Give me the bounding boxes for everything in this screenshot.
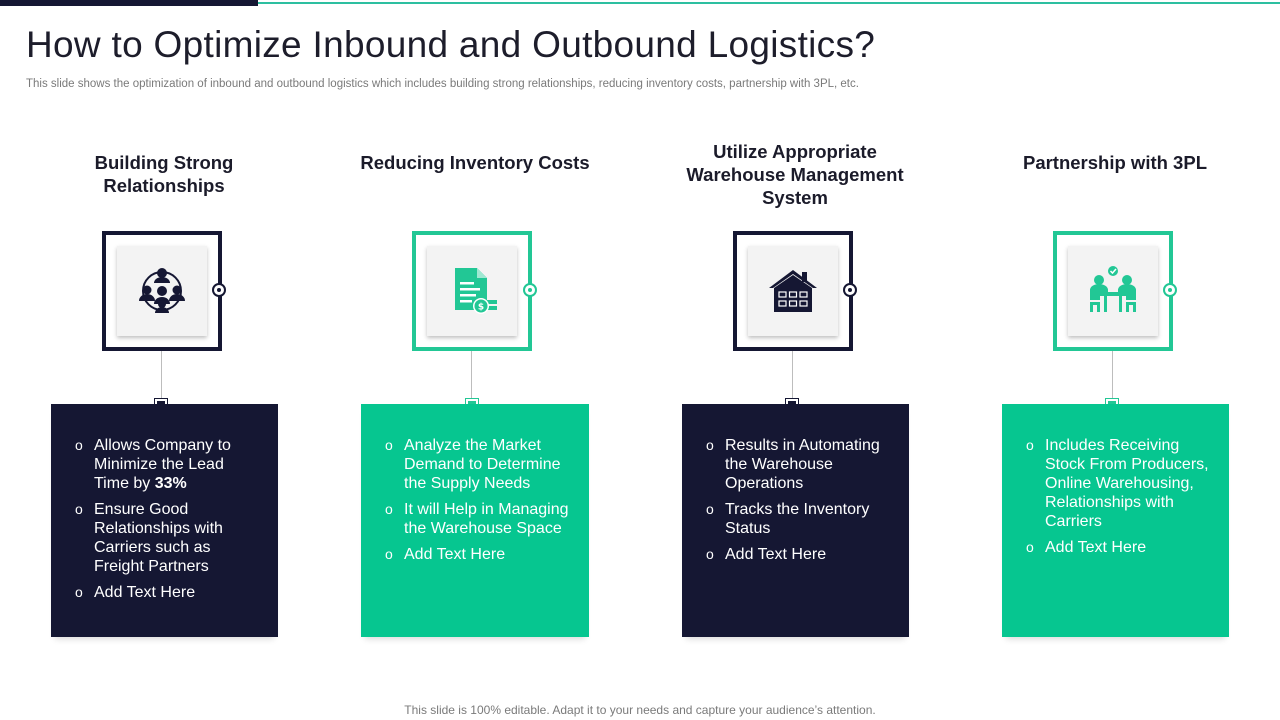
info-card: Analyze the Market Demand to Determine t… (361, 404, 589, 637)
bullet-item: It will Help in Managing the Warehouse S… (385, 500, 571, 538)
column-heading: Reducing Inventory Costs (360, 152, 590, 173)
bullet-item: Includes Receiving Stock From Producers,… (1026, 436, 1211, 531)
column-heading: Building Strong Relationships (94, 152, 234, 196)
icon-tile (748, 246, 838, 336)
slide-title: How to Optimize Inbound and Outbound Log… (26, 24, 876, 65)
icon-tile (117, 246, 207, 336)
people-network-icon (139, 268, 185, 313)
bullet-item: Add Text Here (1026, 538, 1211, 557)
top-accent-bar (0, 0, 258, 6)
invoice-dollar-icon: $ (455, 268, 497, 314)
icon-frame (733, 231, 853, 351)
footer-note: This slide is 100% editable. Adapt it to… (404, 703, 876, 717)
connector-dot (523, 283, 537, 297)
connector-line (1112, 351, 1113, 401)
connector-dot (843, 283, 857, 297)
bullet-list: Includes Receiving Stock From Producers,… (1026, 436, 1211, 557)
emphasis-value: 33% (154, 475, 187, 492)
bullet-item: Allows Company to Minimize the Lead Time… (75, 436, 260, 493)
connector-line (471, 351, 472, 401)
icon-tile (1068, 246, 1158, 336)
column-heading: Partnership with 3PL (1022, 152, 1207, 173)
icon-frame (102, 231, 222, 351)
warehouse-icon (769, 270, 817, 312)
business-meeting-icon (1090, 266, 1136, 312)
icon-frame (1053, 231, 1173, 351)
top-accent-line (258, 2, 1280, 4)
column-heading: Utilize Appropriate Warehouse Management… (686, 141, 904, 208)
bullet-list: Analyze the Market Demand to Determine t… (385, 436, 571, 564)
bullet-item: Add Text Here (385, 545, 571, 564)
icon-frame: $ (412, 231, 532, 351)
info-card: Results in Automating the Warehouse Oper… (682, 404, 909, 637)
bullet-list: Results in Automating the Warehouse Oper… (706, 436, 891, 564)
slide-subtitle: This slide shows the optimization of inb… (26, 78, 859, 90)
bullet-item: Tracks the Inventory Status (706, 500, 891, 538)
bullet-item: Add Text Here (706, 545, 891, 564)
bullet-item: Analyze the Market Demand to Determine t… (385, 436, 571, 493)
svg-text:$: $ (478, 303, 484, 313)
bullet-list: Allows Company to Minimize the Lead Time… (75, 436, 260, 602)
icon-tile: $ (427, 246, 517, 336)
bullet-item: Add Text Here (75, 583, 260, 602)
connector-line (161, 351, 162, 401)
connector-line (792, 351, 793, 401)
bullet-item: Results in Automating the Warehouse Oper… (706, 436, 891, 493)
connector-dot (1163, 283, 1177, 297)
info-card: Includes Receiving Stock From Producers,… (1002, 404, 1229, 637)
bullet-item: Ensure Good Relationships with Carriers … (75, 500, 260, 576)
info-card: Allows Company to Minimize the Lead Time… (51, 404, 278, 637)
connector-dot (212, 283, 226, 297)
